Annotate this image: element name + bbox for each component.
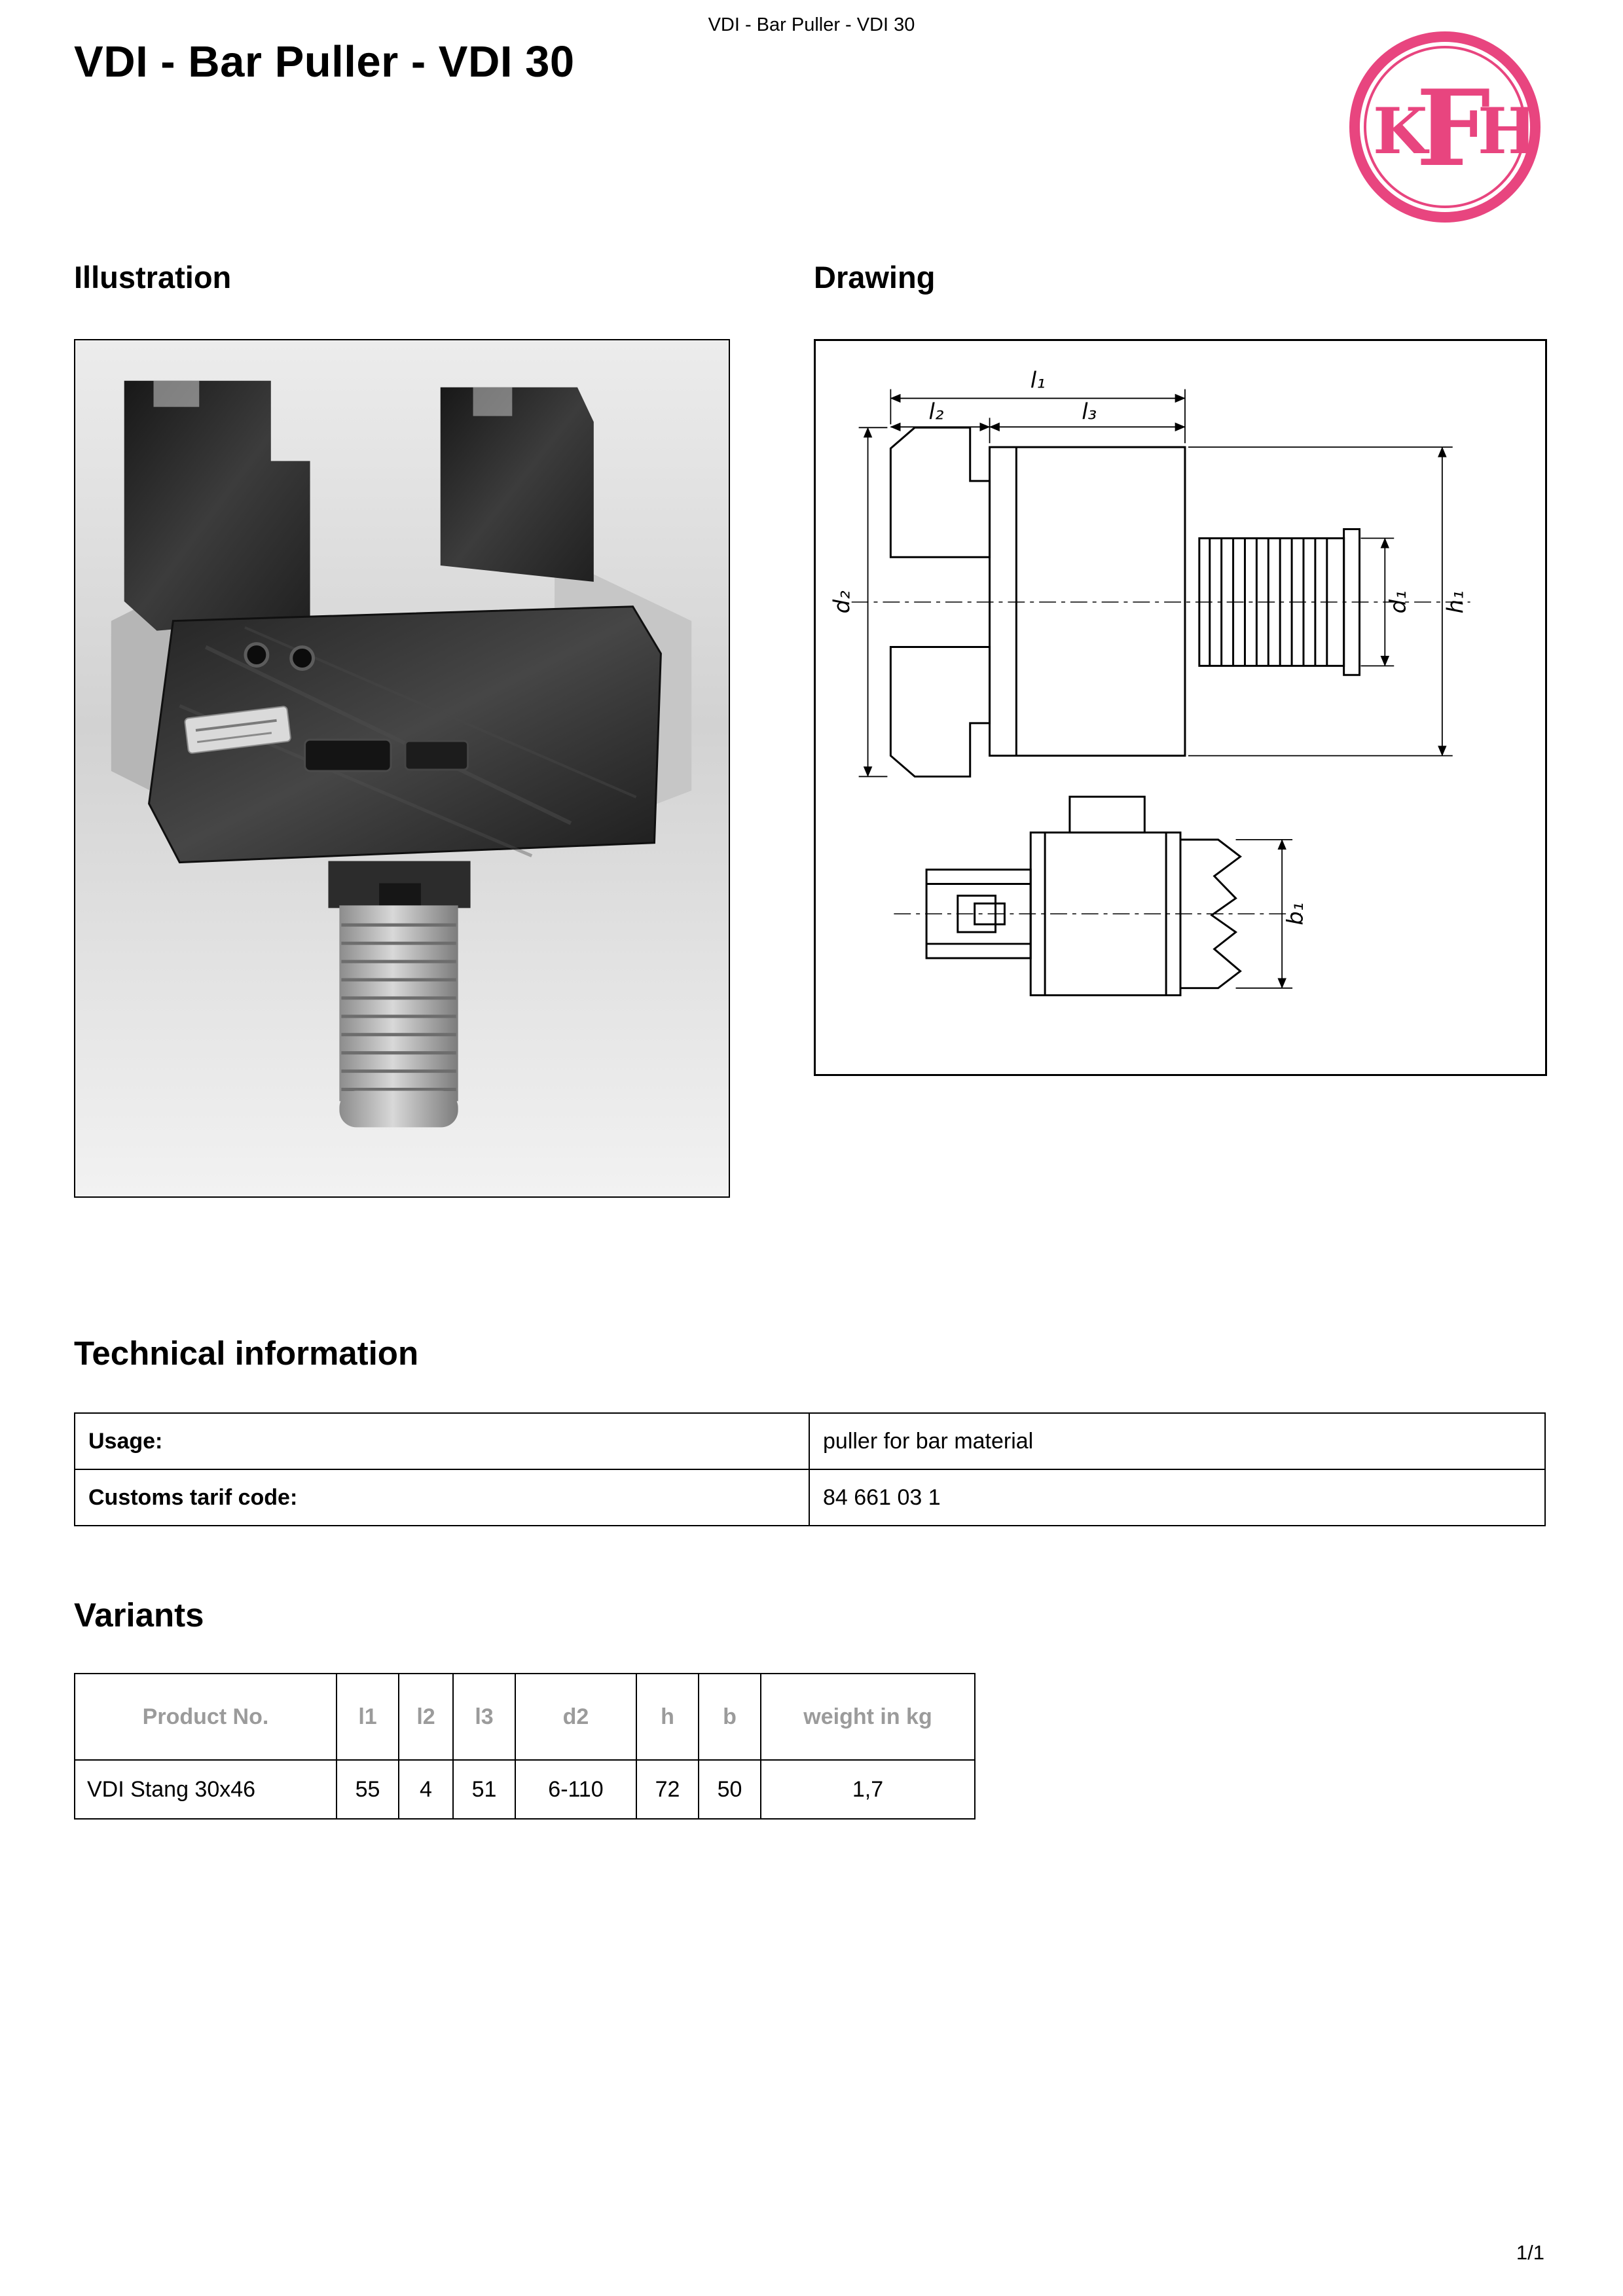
photo-body xyxy=(148,605,662,864)
variants-table: Product No. l1 l2 l3 d2 h b weight in kg… xyxy=(74,1673,976,1820)
logo-letter-h: H xyxy=(1478,94,1537,168)
logo-letter-k: K xyxy=(1373,94,1430,168)
photo-plate-right xyxy=(404,740,469,771)
usage-value: puller for bar material xyxy=(809,1412,1546,1470)
cell-l2: 4 xyxy=(398,1759,454,1820)
kfh-logo: K F H xyxy=(1349,31,1541,223)
col-header-product-no: Product No. xyxy=(74,1673,337,1761)
bottom-view-geometry xyxy=(925,795,1242,997)
cell-weight: 1,7 xyxy=(760,1759,976,1820)
customs-tarif-value: 84 661 03 1 xyxy=(809,1469,1546,1526)
variants-header-row: Product No. l1 l2 l3 d2 h b weight in kg xyxy=(74,1673,976,1761)
col-header-l2: l2 xyxy=(398,1673,454,1761)
running-header: VDI - Bar Puller - VDI 30 xyxy=(708,14,915,35)
technical-information-heading: Technical information xyxy=(74,1335,419,1372)
dim-label-l2: l₂ xyxy=(929,399,944,424)
page-number: 1/1 xyxy=(1516,2241,1544,2264)
photo-right-jaw xyxy=(440,387,594,582)
logo-inner-ring-icon xyxy=(1364,46,1526,208)
product-photo xyxy=(75,340,729,1196)
technical-drawing-frame: l₁ l₂ l₃ d₂ d₁ h₁ xyxy=(814,339,1547,1076)
table-row: Customs tarif code: 84 661 03 1 xyxy=(74,1469,1546,1526)
cell-h: 72 xyxy=(636,1759,699,1820)
variants-heading: Variants xyxy=(74,1596,204,1634)
dim-label-l3: l₃ xyxy=(1082,399,1097,424)
dim-label-b1: b₁ xyxy=(1283,903,1308,925)
col-header-h: h xyxy=(636,1673,699,1761)
variants-data-row: VDI Stang 30x46 55 4 51 6-110 72 50 1,7 xyxy=(74,1759,976,1820)
photo-shank-tip xyxy=(339,1090,458,1128)
col-header-b: b xyxy=(698,1673,761,1761)
photo-id-label xyxy=(184,706,291,754)
col-header-weight: weight in kg xyxy=(760,1673,976,1761)
photo-left-jaw xyxy=(124,380,310,631)
logo-letter-f: F xyxy=(1416,67,1491,190)
usage-label: Usage: xyxy=(74,1412,810,1470)
dim-label-l1: l₁ xyxy=(1030,368,1046,393)
dim-label-d2: d₂ xyxy=(830,590,855,613)
photo-shank xyxy=(339,905,458,1102)
dim-label-h1: h₁ xyxy=(1443,590,1468,613)
col-header-l1: l1 xyxy=(336,1673,399,1761)
dimension-lines-bottom xyxy=(1235,839,1293,989)
cell-d2: 6-110 xyxy=(515,1759,637,1820)
top-view-geometry xyxy=(889,426,1361,778)
cell-l1: 55 xyxy=(336,1759,399,1820)
cell-product-no: VDI Stang 30x46 xyxy=(74,1759,337,1820)
logo-ring-icon xyxy=(1349,31,1541,223)
drawing-heading: Drawing xyxy=(814,260,936,295)
cell-b: 50 xyxy=(698,1759,761,1820)
customs-tarif-label: Customs tarif code: xyxy=(74,1469,810,1526)
technical-drawing: l₁ l₂ l₃ d₂ d₁ h₁ xyxy=(830,368,1470,997)
dim-label-d1: d₁ xyxy=(1385,590,1411,613)
technical-information-table: Usage: puller for bar material Customs t… xyxy=(74,1412,1546,1526)
product-photo-frame xyxy=(74,339,730,1198)
page-title: VDI - Bar Puller - VDI 30 xyxy=(74,37,575,86)
photo-plate-center xyxy=(304,738,392,772)
illustration-heading: Illustration xyxy=(74,260,232,295)
table-row: Usage: puller for bar material xyxy=(74,1412,1546,1470)
dimension-lines-top xyxy=(858,389,1453,778)
photo-screw-right xyxy=(289,645,316,671)
col-header-l3: l3 xyxy=(452,1673,516,1761)
photo-screw-left xyxy=(244,642,270,668)
cell-l3: 51 xyxy=(452,1759,516,1820)
col-header-d2: d2 xyxy=(515,1673,637,1761)
